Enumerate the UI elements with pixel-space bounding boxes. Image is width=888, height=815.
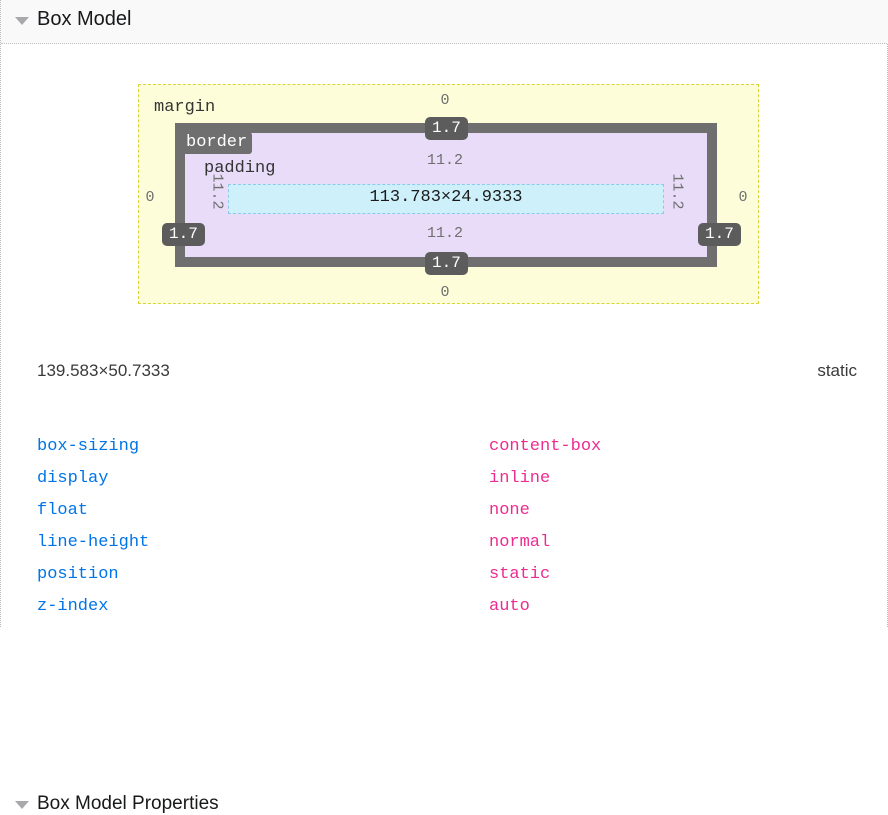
border-right-value[interactable]: 1.7 bbox=[698, 223, 741, 246]
padding-region-label: padding bbox=[204, 159, 276, 178]
box-model-properties-list: box-sizing content-box display inline fl… bbox=[1, 431, 888, 623]
box-model-header[interactable]: Box Model bbox=[1, 0, 888, 44]
content-region[interactable] bbox=[228, 184, 664, 214]
property-name: line-height bbox=[37, 533, 150, 552]
box-model-diagram: margin border padding 0 0 0 0 1.7 1.7 1.… bbox=[1, 44, 888, 334]
content-dimensions-value[interactable]: 113.783×24.9333 bbox=[369, 188, 523, 207]
property-value[interactable]: normal bbox=[489, 533, 551, 552]
box-model-properties-title: Box Model Properties bbox=[37, 793, 219, 814]
property-value[interactable]: inline bbox=[489, 469, 551, 488]
property-name: position bbox=[37, 565, 119, 584]
triangle-down-icon[interactable] bbox=[15, 801, 29, 809]
margin-bottom-value[interactable]: 0 bbox=[440, 284, 450, 301]
padding-left-value[interactable]: 11.2 bbox=[208, 173, 226, 210]
property-row[interactable]: position static bbox=[1, 559, 888, 591]
property-row[interactable]: z-index auto bbox=[1, 591, 888, 623]
property-row[interactable]: box-sizing content-box bbox=[1, 431, 888, 463]
property-row[interactable]: display inline bbox=[1, 463, 888, 495]
box-model-properties-header[interactable]: Box Model Properties bbox=[1, 396, 888, 814]
element-size-summary: 139.583×50.7333 bbox=[37, 361, 170, 380]
border-left-value[interactable]: 1.7 bbox=[162, 223, 205, 246]
property-value[interactable]: content-box bbox=[489, 437, 602, 456]
padding-bottom-value[interactable]: 11.2 bbox=[426, 225, 463, 242]
property-value[interactable]: auto bbox=[489, 597, 530, 616]
property-name: box-sizing bbox=[37, 437, 140, 456]
property-row[interactable]: line-height normal bbox=[1, 527, 888, 559]
border-region-label: border bbox=[181, 132, 253, 154]
border-bottom-value[interactable]: 1.7 bbox=[425, 252, 468, 275]
padding-top-value[interactable]: 11.2 bbox=[426, 152, 463, 169]
margin-right-value[interactable]: 0 bbox=[738, 189, 748, 206]
property-value[interactable]: none bbox=[489, 501, 530, 520]
border-top-value[interactable]: 1.7 bbox=[425, 117, 468, 140]
page-title: Box Model bbox=[37, 8, 132, 30]
property-name: z-index bbox=[37, 597, 109, 616]
element-position-summary: static bbox=[817, 361, 857, 380]
property-name: float bbox=[37, 501, 89, 520]
margin-top-value[interactable]: 0 bbox=[440, 92, 450, 109]
margin-left-value[interactable]: 0 bbox=[145, 189, 155, 206]
property-value[interactable]: static bbox=[489, 565, 551, 584]
padding-right-value[interactable]: 11.2 bbox=[668, 173, 686, 210]
margin-region-label: margin bbox=[154, 98, 216, 117]
triangle-down-icon[interactable] bbox=[15, 17, 29, 25]
property-name: display bbox=[37, 469, 109, 488]
property-row[interactable]: float none bbox=[1, 495, 888, 527]
